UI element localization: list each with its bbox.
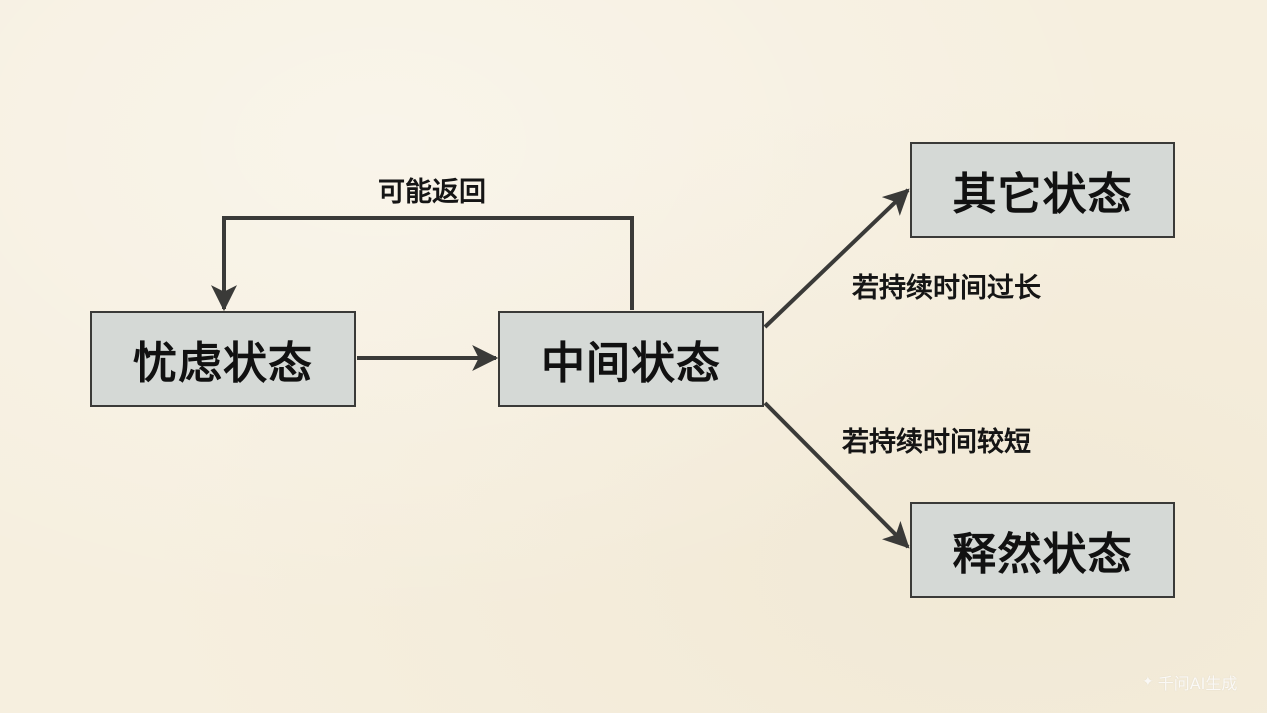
watermark-text: 千问AI生成 (1157, 674, 1238, 693)
node-worry-state: 忧虑状态 (90, 311, 356, 407)
watermark: ✦ 千问AI生成 (1142, 670, 1237, 694)
node-middle-label: 中间状态 (541, 338, 721, 389)
edge-label-too-long: 若持续时间过长 (852, 273, 1041, 304)
edge-middle-to-other (763, 188, 910, 329)
node-other-state: 其它状态 (910, 142, 1175, 238)
edge-label-short: 若持续时间较短 (842, 427, 1031, 458)
node-relief-label: 释然状态 (952, 529, 1133, 580)
node-relief-state: 释然状态 (910, 502, 1175, 598)
sparkle-icon: ✦ (1142, 674, 1154, 690)
node-other-label: 其它状态 (952, 169, 1133, 220)
node-worry-label: 忧虑状态 (133, 338, 313, 389)
edge-label-return: 可能返回 (378, 177, 486, 208)
edge-middle-to-worry (211, 216, 634, 312)
node-middle-state: 中间状态 (498, 311, 764, 407)
edge-middle-to-relief (763, 401, 910, 549)
